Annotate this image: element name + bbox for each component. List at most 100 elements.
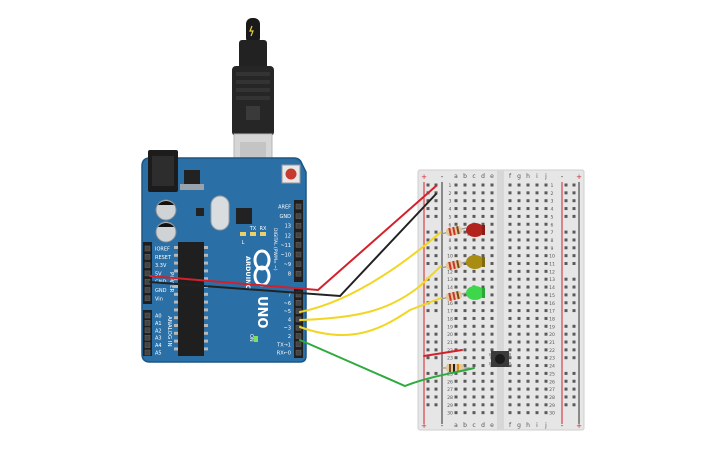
header-pin[interactable] <box>295 232 302 239</box>
breadboard-hole[interactable] <box>472 348 476 352</box>
breadboard-hole[interactable] <box>508 207 512 211</box>
rail-hole[interactable] <box>564 309 568 313</box>
rail-hole[interactable] <box>434 324 438 328</box>
breadboard-hole[interactable] <box>535 379 539 383</box>
rail-hole[interactable] <box>564 262 568 265</box>
breadboard-hole[interactable] <box>481 301 485 305</box>
breadboard-hole[interactable] <box>544 364 548 368</box>
breadboard-hole[interactable] <box>463 269 467 273</box>
header-pin[interactable] <box>295 222 302 229</box>
breadboard-hole[interactable] <box>517 269 521 273</box>
breadboard-hole[interactable] <box>508 379 512 383</box>
breadboard-hole[interactable] <box>454 301 458 305</box>
rail-hole[interactable] <box>434 340 438 344</box>
breadboard-hole[interactable] <box>517 254 521 258</box>
breadboard-hole[interactable] <box>463 183 467 187</box>
breadboard-hole[interactable] <box>454 332 458 336</box>
breadboard-hole[interactable] <box>481 277 485 281</box>
rail-hole[interactable] <box>434 199 438 203</box>
rail-hole[interactable] <box>564 285 568 289</box>
breadboard-hole[interactable] <box>544 230 548 234</box>
rail-hole[interactable] <box>564 293 568 297</box>
rail-hole[interactable] <box>434 293 438 297</box>
breadboard-hole[interactable] <box>535 222 539 226</box>
rail-hole[interactable] <box>434 371 438 375</box>
breadboard-hole[interactable] <box>481 387 485 391</box>
breadboard-hole[interactable] <box>526 214 530 218</box>
breadboard-hole[interactable] <box>535 309 539 313</box>
breadboard-hole[interactable] <box>544 379 548 383</box>
breadboard-hole[interactable] <box>544 348 548 352</box>
breadboard-hole[interactable] <box>490 199 494 203</box>
rail-hole[interactable] <box>572 214 576 218</box>
breadboard-hole[interactable] <box>490 309 494 313</box>
breadboard-hole[interactable] <box>508 246 512 250</box>
rail-hole[interactable] <box>434 387 438 391</box>
breadboard-hole[interactable] <box>508 199 512 203</box>
breadboard-hole[interactable] <box>544 207 548 211</box>
breadboard-hole[interactable] <box>526 403 530 407</box>
breadboard-hole[interactable] <box>454 238 458 242</box>
breadboard-hole[interactable] <box>490 254 494 258</box>
rail-hole[interactable] <box>564 191 568 195</box>
rail-hole[interactable] <box>572 207 576 211</box>
breadboard-hole[interactable] <box>544 411 548 415</box>
breadboard-hole[interactable] <box>454 269 458 273</box>
rail-hole[interactable] <box>426 356 430 360</box>
breadboard-hole[interactable] <box>472 199 476 203</box>
breadboard-hole[interactable] <box>517 222 521 226</box>
breadboard-hole[interactable] <box>481 324 485 328</box>
pushbutton[interactable] <box>489 351 511 367</box>
rail-hole[interactable] <box>564 387 568 391</box>
breadboard-hole[interactable] <box>463 395 467 399</box>
breadboard-hole[interactable] <box>463 254 467 258</box>
breadboard-hole[interactable] <box>481 395 485 399</box>
breadboard-hole[interactable] <box>472 371 476 375</box>
breadboard-hole[interactable] <box>535 207 539 211</box>
rail-hole[interactable] <box>426 230 430 234</box>
rail-hole[interactable] <box>572 262 576 265</box>
breadboard-hole[interactable] <box>481 403 485 407</box>
breadboard-hole[interactable] <box>526 356 530 360</box>
rail-hole[interactable] <box>564 214 568 218</box>
breadboard-hole[interactable] <box>526 246 530 250</box>
rail-hole[interactable] <box>572 387 576 391</box>
breadboard-hole[interactable] <box>508 356 512 360</box>
rail-hole[interactable] <box>564 246 568 250</box>
breadboard-hole[interactable] <box>490 387 494 391</box>
breadboard-hole[interactable] <box>490 411 494 415</box>
rail-hole[interactable] <box>572 379 576 383</box>
breadboard-hole[interactable] <box>526 199 530 203</box>
breadboard-hole[interactable] <box>454 191 458 195</box>
rail-hole[interactable] <box>572 246 576 250</box>
rail-hole[interactable] <box>434 301 438 305</box>
breadboard-hole[interactable] <box>463 262 467 265</box>
rail-hole[interactable] <box>434 277 438 281</box>
breadboard-hole[interactable] <box>544 324 548 328</box>
breadboard-hole[interactable] <box>463 356 467 360</box>
breadboard-hole[interactable] <box>544 403 548 407</box>
breadboard-hole[interactable] <box>535 348 539 352</box>
breadboard-hole[interactable] <box>544 356 548 360</box>
breadboard-hole[interactable] <box>508 371 512 375</box>
breadboard-hole[interactable] <box>544 191 548 195</box>
rail-hole[interactable] <box>434 246 438 250</box>
breadboard-hole[interactable] <box>544 395 548 399</box>
analog-header[interactable] <box>143 310 152 356</box>
breadboard-hole[interactable] <box>454 222 458 226</box>
breadboard-hole[interactable] <box>508 285 512 289</box>
breadboard-hole[interactable] <box>517 230 521 234</box>
header-pin[interactable] <box>295 300 302 306</box>
breadboard-hole[interactable] <box>517 364 521 368</box>
header-pin[interactable] <box>295 213 302 219</box>
rail-hole[interactable] <box>564 340 568 344</box>
breadboard-hole[interactable] <box>535 387 539 391</box>
breadboard-hole[interactable] <box>490 340 494 344</box>
wire-5v-red[interactable] <box>149 185 437 292</box>
breadboard-hole[interactable] <box>517 277 521 281</box>
header-pin[interactable] <box>144 245 151 252</box>
breadboard-hole[interactable] <box>454 254 458 258</box>
breadboard-hole[interactable] <box>481 238 485 242</box>
breadboard-hole[interactable] <box>472 309 476 313</box>
breadboard-hole[interactable] <box>508 316 512 320</box>
